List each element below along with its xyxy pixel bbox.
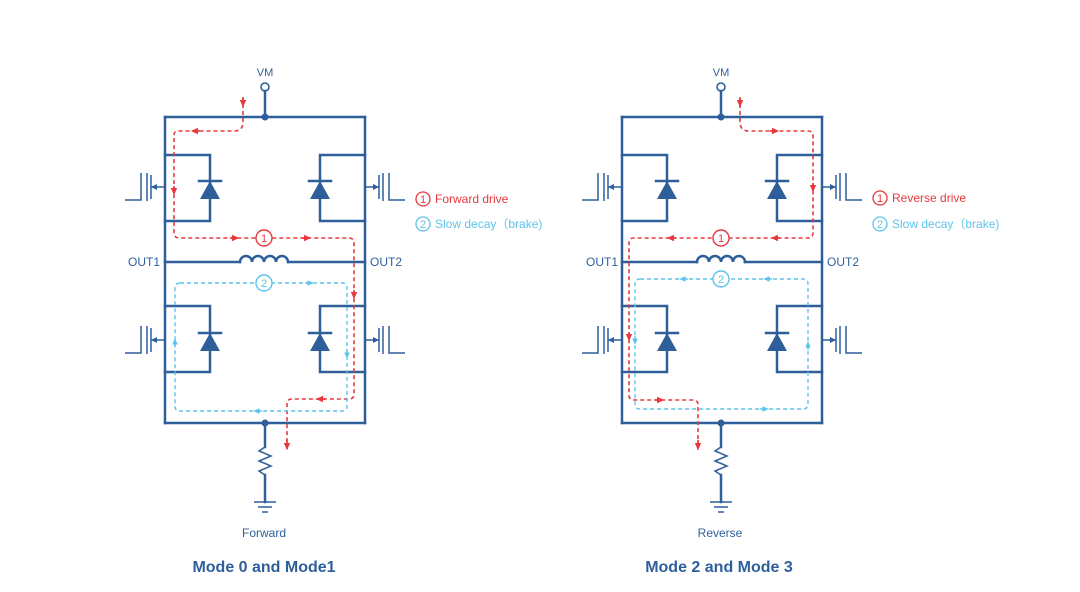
out2-label: OUT2 <box>370 255 402 269</box>
legend-marker-1 <box>415 191 431 207</box>
decay-path-marker-2-number: 2 <box>261 278 267 290</box>
legend-number-1: 1 <box>420 194 426 206</box>
motor-coil-icon <box>238 254 290 264</box>
motor-coil-icon <box>695 254 747 264</box>
legend-slow-decay: Slow decay（brake) <box>892 217 999 231</box>
legend: 1 Reverse drive 2 Slow decay（brake) <box>872 190 999 232</box>
sense-resistor-icon <box>713 446 729 476</box>
reverse-diagram: VM OUT1 OUT2 <box>582 67 999 576</box>
drive-path-marker-1-number: 1 <box>261 233 267 245</box>
legend-slow-decay: Slow decay（brake) <box>435 217 542 231</box>
vm-label: VM <box>257 67 274 79</box>
ground-icon <box>254 501 276 513</box>
low-side-left-mosfet-icon <box>582 304 680 374</box>
ground-icon <box>710 501 732 513</box>
out1-label: OUT1 <box>586 255 618 269</box>
slow-decay-path <box>634 278 809 410</box>
decay-path-marker-2 <box>712 270 730 288</box>
legend: 1 Forward drive 2 Slow decay（brake) <box>415 191 542 232</box>
drive-path-marker-1 <box>712 229 730 247</box>
vm-label: VM <box>713 67 730 79</box>
decay-path-marker-2 <box>255 274 273 292</box>
legend-reverse-drive: Reverse drive <box>892 191 966 205</box>
legend-marker-1 <box>872 190 888 206</box>
low-side-right-mosfet-icon <box>764 304 862 374</box>
drive-path-marker-1 <box>255 229 273 247</box>
legend-forward-drive: Forward drive <box>435 192 509 206</box>
out2-label: OUT2 <box>827 255 859 269</box>
forward-drive-path <box>173 97 355 450</box>
reverse-drive-path <box>628 97 814 450</box>
legend-marker-2 <box>415 216 431 232</box>
high-side-right-mosfet-icon <box>764 153 862 223</box>
direction-label: Reverse <box>698 526 743 540</box>
forward-diagram: VM OUT1 OUT2 <box>125 67 542 576</box>
high-side-left-mosfet-icon <box>582 153 680 223</box>
high-side-left-mosfet-icon <box>125 153 223 223</box>
caption: Mode 0 and Mode1 <box>192 559 335 576</box>
high-side-right-mosfet-icon <box>307 153 405 223</box>
direction-label: Forward <box>242 526 286 540</box>
low-side-right-mosfet-icon <box>307 304 405 374</box>
caption: Mode 2 and Mode 3 <box>645 559 793 576</box>
legend-number-1: 1 <box>877 193 883 205</box>
decay-path-marker-2-number: 2 <box>718 274 724 286</box>
legend-number-2: 2 <box>877 219 883 231</box>
out1-label: OUT1 <box>128 255 160 269</box>
low-side-left-mosfet-icon <box>125 304 223 374</box>
slow-decay-path <box>174 282 348 412</box>
drive-path-marker-1-number: 1 <box>718 233 724 245</box>
sense-resistor-icon <box>257 446 273 476</box>
legend-marker-2 <box>872 216 888 232</box>
legend-number-2: 2 <box>420 219 426 231</box>
